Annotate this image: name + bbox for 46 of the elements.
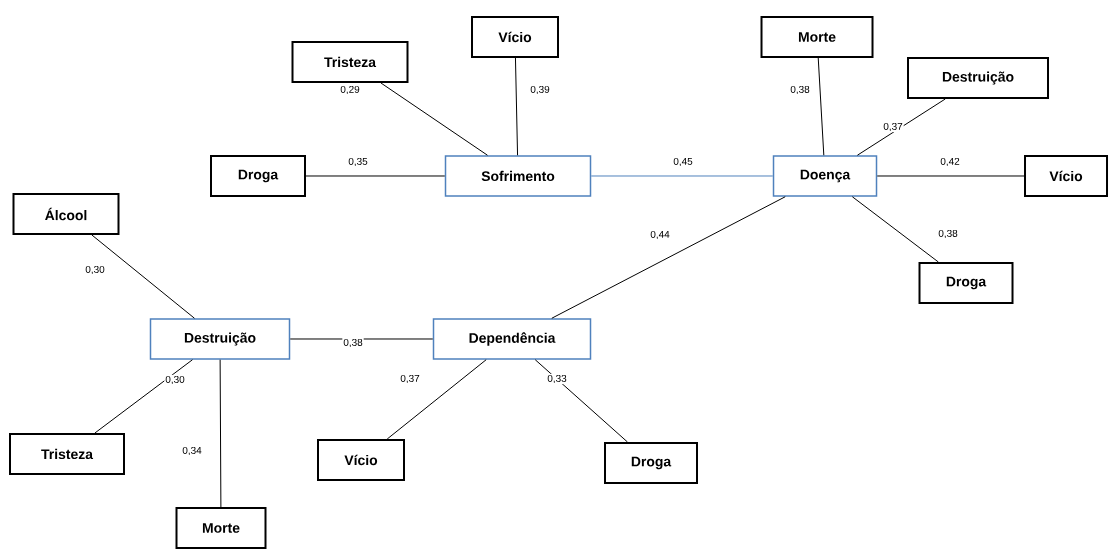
- edge-label: 0,38: [789, 84, 811, 96]
- connector-line: [590, 175, 774, 177]
- concept-box: Vício: [317, 439, 405, 481]
- edge-label: 0,29: [339, 84, 361, 96]
- concept-box: Morte: [760, 16, 874, 58]
- concept-box: Droga: [604, 442, 698, 484]
- edge-label: 0,37: [399, 373, 421, 385]
- connector-line: [380, 82, 488, 156]
- connector-line: [551, 196, 786, 319]
- concept-box: Destruição: [149, 318, 291, 360]
- connector-line: [876, 175, 1025, 177]
- concept-box: Vício: [1024, 155, 1108, 197]
- edge-label: 0,34: [181, 445, 203, 457]
- edge-label: 0,30: [84, 264, 106, 276]
- concept-box: Droga: [918, 262, 1014, 304]
- edge-label: 0,45: [672, 156, 694, 168]
- connector-line: [91, 234, 195, 319]
- connector-line: [386, 359, 487, 440]
- edge-label: 0,42: [939, 156, 961, 168]
- edge-label: 0,39: [529, 84, 551, 96]
- concept-box: Droga: [210, 155, 306, 197]
- connector-line: [851, 196, 939, 263]
- concept-box: Tristeza: [9, 433, 125, 475]
- concept-box: Sofrimento: [444, 155, 592, 197]
- edge-label: 0,30: [164, 374, 186, 386]
- edge-label: 0,38: [342, 337, 364, 349]
- connector-line: [94, 359, 193, 434]
- connector-line: [817, 57, 825, 156]
- concept-box: Vício: [471, 16, 559, 58]
- edge-label: 0,35: [347, 156, 369, 168]
- edge-label: 0,37: [882, 121, 904, 133]
- edge-label: 0,44: [649, 229, 671, 241]
- connector-line: [856, 98, 946, 156]
- edge-label: 0,38: [937, 228, 959, 240]
- concept-box: Tristeza: [291, 41, 409, 83]
- connector-line: [534, 359, 628, 443]
- concept-box: Morte: [175, 507, 267, 549]
- connector-line: [289, 338, 434, 340]
- connector-line: [305, 175, 446, 177]
- connector-line: [514, 57, 519, 156]
- concept-box: Doença: [772, 155, 878, 197]
- connector-line: [219, 359, 222, 508]
- concept-box: Destruição: [907, 57, 1049, 99]
- concept-box: Álcool: [12, 193, 120, 235]
- edge-label: 0,33: [546, 373, 568, 385]
- concept-box: Dependência: [432, 318, 592, 360]
